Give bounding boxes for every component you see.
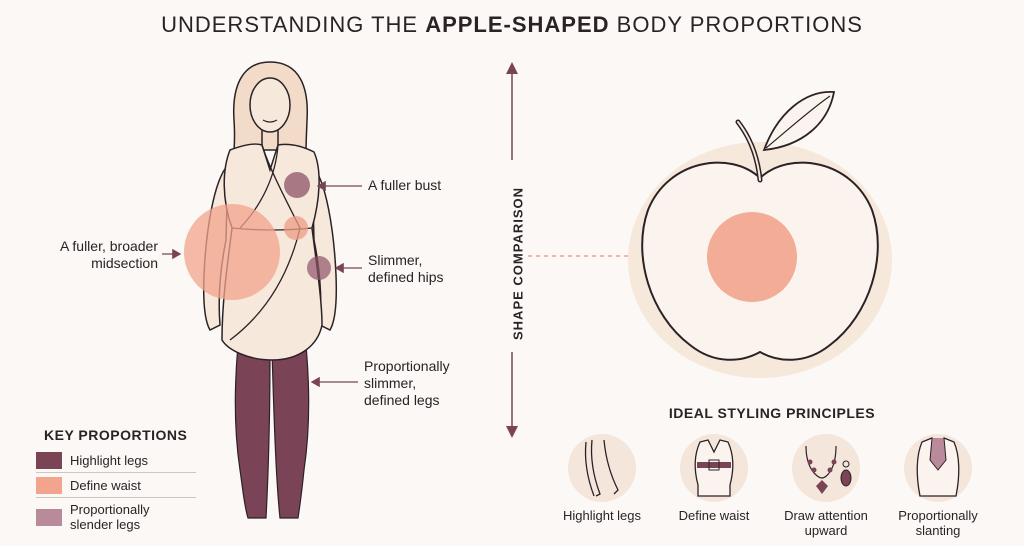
styling-label-line1: Highlight legs (562, 508, 642, 523)
key-item-label: Highlight legs (70, 453, 149, 468)
page-title: UNDERSTANDING THE APPLE-SHAPED BODY PROP… (0, 12, 1024, 38)
title-suffix: BODY PROPORTIONS (609, 12, 863, 37)
midsection-highlight (184, 204, 280, 300)
styling-label-line1: Proportionally (898, 508, 978, 523)
bust-highlight (284, 172, 310, 198)
title-prefix: UNDERSTANDING THE (161, 12, 426, 37)
styling-label-define-waist: Define waist (659, 508, 769, 523)
necklace-earrings-icon (792, 434, 860, 502)
key-item-highlight-legs: Highlight legs (36, 452, 196, 473)
legs-icon (568, 434, 636, 502)
shape-comparison-axis (506, 62, 518, 438)
waist-highlight (284, 216, 308, 240)
midsection-annotation: A fuller, broader midsection (30, 238, 158, 272)
key-item-slender-legs: Proportionally slender legs (36, 502, 196, 535)
hips-highlight (307, 256, 331, 280)
styling-label-highlight-legs: Highlight legs (547, 508, 657, 523)
styling-label-line2: upward (804, 523, 848, 538)
title-emphasis: APPLE-SHAPED (425, 12, 610, 37)
styling-label-line1: Draw attention (784, 508, 868, 523)
midsection-annotation-line1: A fuller, broader (59, 238, 158, 254)
belted-coat-icon (680, 434, 748, 502)
key-item-label-line1: Proportionally (70, 502, 150, 517)
key-item-label: Define waist (70, 478, 141, 493)
hips-annotation-line2: defined hips (368, 269, 444, 285)
styling-principles-title: IDEAL STYLING PRINCIPLES (668, 405, 876, 421)
shape-comparison-label: SHAPE COMPARISON (510, 187, 526, 340)
key-item-label-line2: slender legs (70, 517, 141, 532)
styling-label-draw-attention: Draw attention upward (771, 508, 881, 538)
legs-annotation: Proportionally slimmer, defined legs (364, 358, 450, 409)
blazer-icon (904, 434, 972, 502)
legs-annotation-line1: Proportionally (364, 358, 450, 374)
legs-annotation-line3: defined legs (364, 392, 440, 408)
styling-label-line1: Define waist (678, 508, 750, 523)
hips-annotation-line1: Slimmer, (368, 252, 423, 268)
midsection-annotation-line2: midsection (91, 255, 158, 271)
key-item-label: Proportionally slender legs (70, 502, 150, 532)
legs-annotation-line2: slimmer, (364, 375, 417, 391)
apple-illustration (628, 91, 892, 378)
apple-midsection-highlight (707, 212, 797, 302)
styling-label-line2: slanting (915, 523, 961, 538)
styling-label-proportionally-slanting: Proportionally slanting (883, 508, 993, 538)
bust-annotation: A fuller bust (368, 177, 442, 193)
key-swatch-mauve (36, 508, 62, 526)
key-swatch-peach (36, 477, 62, 494)
key-swatch-plum (36, 452, 62, 469)
key-proportions-title: KEY PROPORTIONS (44, 427, 188, 443)
key-item-define-waist: Define waist (36, 477, 196, 498)
hips-annotation: Slimmer, defined hips (368, 252, 444, 286)
